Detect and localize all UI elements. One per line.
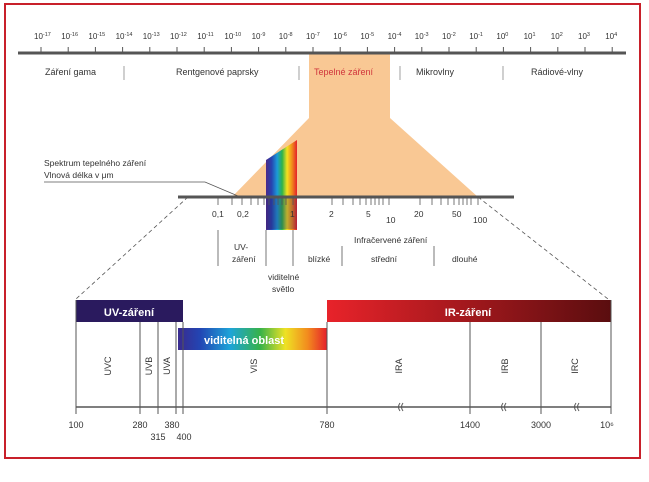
- bottom-tick-10-6: 10⁶: [600, 420, 614, 430]
- top-scale-label: 10-10: [224, 32, 241, 41]
- top-scale-label: 10-7: [306, 32, 320, 41]
- top-scale-label: 10-9: [252, 32, 266, 41]
- wavelength-unit-label: Vlnová délka v μm: [44, 170, 114, 180]
- bottom-tick-1400: 1400: [460, 420, 480, 430]
- thermal-tick-0-2: 0,2: [237, 209, 249, 219]
- mid-ir-label: střední: [371, 254, 398, 264]
- top-scale-label: 100: [496, 32, 508, 41]
- thermal-scale-minor-ticks: [217, 197, 479, 205]
- thermal-tick-1: 1: [290, 209, 295, 219]
- region-radio: Rádiové-vlny: [531, 67, 584, 77]
- top-scale-label: 10-11: [197, 32, 213, 41]
- section-uvc: UVC: [103, 356, 113, 376]
- ir-subtitle: Infračervené záření: [354, 235, 428, 245]
- top-scale-label: 10-12: [170, 32, 187, 41]
- region-xray: Rentgenové paprsky: [176, 67, 259, 77]
- band-section-dividers: [75, 300, 612, 414]
- section-vis: VIS: [249, 359, 259, 374]
- bottom-tick-380: 380: [164, 420, 179, 430]
- ir-band: [327, 300, 611, 322]
- top-scale-label: 103: [578, 32, 590, 41]
- thermal-tick-2: 2: [329, 209, 334, 219]
- near-ir-label: blízké: [308, 254, 330, 264]
- section-ira: IRA: [394, 358, 404, 373]
- top-scale-label: 10-3: [415, 32, 429, 41]
- top-scale-label: 10-17: [34, 32, 51, 41]
- top-scale-label: 10-1: [469, 32, 483, 41]
- uv-band-title: UV-záření: [104, 307, 155, 319]
- top-scale-label: 10-4: [388, 32, 402, 41]
- uv-sub-label-2: záření: [232, 254, 256, 264]
- section-irc: IRC: [570, 358, 580, 374]
- visible-band-title: viditelná oblast: [204, 335, 284, 347]
- section-uva: UVA: [162, 357, 172, 375]
- thermal-tick-20: 20: [414, 209, 424, 219]
- section-uvb: UVB: [144, 357, 154, 376]
- thermal-tick-10: 10: [386, 215, 396, 225]
- bottom-tick-100: 100: [68, 420, 83, 430]
- region-thermal: Tepelné záření: [314, 67, 374, 77]
- thermal-tick-5: 5: [366, 209, 371, 219]
- top-scale-label: 104: [605, 32, 617, 41]
- top-scale-label: 10-8: [279, 32, 293, 41]
- region-gamma: Záření gama: [45, 67, 96, 77]
- thermal-subregion-dividers: [217, 230, 435, 266]
- section-irb: IRB: [500, 358, 510, 373]
- visible-light-wedge: [266, 140, 297, 230]
- uv-band: [76, 300, 183, 322]
- diagram-frame: [4, 3, 641, 459]
- bottom-tick-400: 400: [176, 432, 191, 442]
- top-scale-label: 101: [524, 32, 536, 41]
- zoom-line-left: [75, 196, 189, 300]
- top-scale-label: 10-6: [333, 32, 347, 41]
- top-scale-label: 10-16: [61, 32, 78, 41]
- thermal-tick-100: 100: [473, 215, 487, 225]
- bottom-tick-280: 280: [132, 420, 147, 430]
- region-separators: [123, 66, 504, 80]
- top-scale-label: 10-15: [88, 32, 105, 41]
- zoom-line-right: [477, 196, 609, 300]
- uv-sub-label-1: UV-: [234, 242, 248, 252]
- bottom-tick-780: 780: [319, 420, 334, 430]
- top-scale-label: 102: [551, 32, 563, 41]
- far-ir-label: dlouhé: [452, 254, 478, 264]
- top-scale-label: 10-14: [116, 32, 133, 41]
- label-leader-line: [44, 181, 239, 197]
- top-scale-label: 10-5: [360, 32, 374, 41]
- region-microwave: Mikrovlny: [416, 67, 455, 77]
- top-scale-label: 10-13: [143, 32, 160, 41]
- thermal-tick-0-1: 0,1: [212, 209, 224, 219]
- thermal-tick-50: 50: [452, 209, 462, 219]
- top-scale-ticks: 10-17 10-16 10-15 10-14 10-13 10-12 10-11 10-10…: [34, 32, 617, 53]
- ir-band-title: IR-záření: [445, 307, 492, 319]
- bottom-tick-3000: 3000: [531, 420, 551, 430]
- visible-band: [178, 328, 327, 350]
- visible-sub-label-1: viditelné: [268, 272, 299, 282]
- thermal-spectrum-label: Spektrum tepelného záření: [44, 158, 147, 168]
- visible-sub-label-2: světlo: [272, 284, 294, 294]
- axis-break-marks: [398, 402, 580, 412]
- top-scale-label: 10-2: [442, 32, 456, 41]
- bottom-tick-315: 315: [150, 432, 165, 442]
